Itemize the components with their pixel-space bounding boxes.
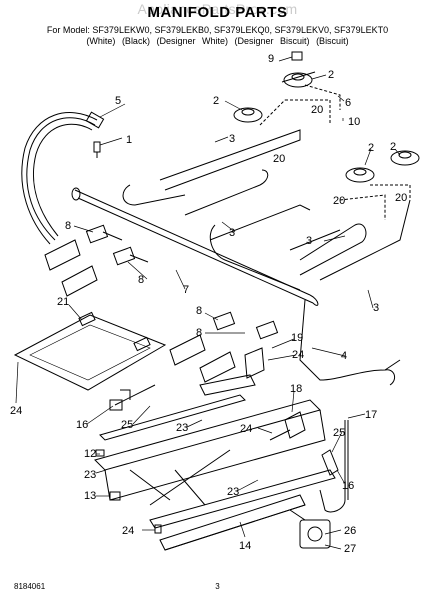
callout-18: 18 bbox=[290, 383, 302, 395]
heat-shield bbox=[13, 311, 167, 391]
callout-23: 23 bbox=[84, 469, 96, 481]
variant-white: (White) bbox=[86, 36, 116, 46]
callout-20: 20 bbox=[395, 192, 407, 204]
bracket-part-18 bbox=[269, 411, 306, 441]
callout-19: 19 bbox=[291, 332, 303, 344]
callout-20: 20 bbox=[311, 104, 323, 116]
callout-8: 8 bbox=[196, 327, 202, 339]
supply-tube bbox=[319, 420, 349, 513]
variant-black: (Black) bbox=[121, 36, 150, 46]
callout-16: 16 bbox=[76, 419, 88, 431]
page-number: 3 bbox=[215, 582, 220, 591]
callout-3: 3 bbox=[229, 133, 235, 145]
callout-25: 25 bbox=[121, 419, 133, 431]
callout-3: 3 bbox=[229, 227, 235, 239]
orifice-holder-right bbox=[321, 449, 339, 476]
callout-23: 23 bbox=[227, 486, 239, 498]
callout-24: 24 bbox=[10, 405, 22, 417]
variant-line: (White) (Black) (Designer White) (Design… bbox=[0, 36, 435, 46]
upper-middle-burner bbox=[233, 107, 263, 123]
callout-10: 10 bbox=[348, 116, 360, 128]
orifice-holder-left bbox=[109, 384, 156, 411]
callout-labels: 1 2 2 2 2 3 3 3 3 4 5 6 7 8 8 8 8 9 10 1… bbox=[10, 53, 407, 555]
burner-tubes bbox=[122, 129, 411, 291]
model-prefix: For Model: bbox=[46, 25, 90, 35]
dashed-connectors bbox=[259, 84, 411, 220]
callout-2: 2 bbox=[390, 141, 396, 153]
callout-7: 7 bbox=[183, 284, 189, 296]
burner-base bbox=[94, 374, 336, 551]
callout-9: 9 bbox=[268, 53, 274, 65]
callout-2: 2 bbox=[213, 95, 219, 107]
burner-valves-middle bbox=[169, 311, 279, 383]
callout-17: 17 bbox=[365, 409, 377, 421]
callout-27: 27 bbox=[344, 543, 356, 555]
callout-24: 24 bbox=[240, 423, 252, 435]
variant-designer-white: (Designer White) bbox=[156, 36, 228, 46]
callout-20: 20 bbox=[333, 195, 345, 207]
right-burner-2 bbox=[390, 150, 420, 166]
right-burner-1 bbox=[345, 167, 375, 183]
callout-26: 26 bbox=[344, 525, 356, 537]
callout-23: 23 bbox=[176, 422, 188, 434]
fastener-part-24 bbox=[154, 524, 162, 534]
main-manifold-pipe bbox=[71, 187, 319, 306]
watermark: AppliancePartsPros.com bbox=[137, 1, 298, 17]
regulator bbox=[289, 509, 331, 549]
callout-1: 1 bbox=[126, 134, 132, 146]
callout-8: 8 bbox=[65, 220, 71, 232]
callout-21: 21 bbox=[57, 296, 69, 308]
callout-12: 12 bbox=[84, 448, 96, 460]
bracket-part-19 bbox=[244, 347, 265, 379]
callout-24: 24 bbox=[292, 349, 304, 361]
model-line: For Model: SF379LEKW0, SF379LEKB0, SF379… bbox=[0, 25, 435, 35]
fitting-part-1 bbox=[93, 141, 101, 158]
doc-number: 8184061 bbox=[14, 582, 46, 591]
callout-16: 16 bbox=[342, 480, 354, 492]
variant-biscuit: (Biscuit) bbox=[316, 36, 349, 46]
callout-2: 2 bbox=[328, 69, 334, 81]
callout-2: 2 bbox=[368, 142, 374, 154]
wiring-harness bbox=[21, 111, 105, 245]
callout-20: 20 bbox=[273, 153, 285, 165]
gas-tube bbox=[299, 299, 401, 386]
callout-6: 6 bbox=[345, 97, 351, 109]
callout-4: 4 bbox=[341, 350, 347, 362]
model-list: SF379LEKW0, SF379LEKB0, SF379LEKQ0, SF37… bbox=[92, 25, 389, 35]
callout-3: 3 bbox=[373, 302, 379, 314]
callout-13: 13 bbox=[84, 490, 96, 502]
variant-designer-biscuit: (Designer Biscuit) bbox=[234, 36, 310, 46]
callout-8: 8 bbox=[138, 274, 144, 286]
callout-3: 3 bbox=[306, 235, 312, 247]
page-title: MANIFOLD PARTS bbox=[147, 4, 288, 21]
callout-8: 8 bbox=[196, 305, 202, 317]
callout-14: 14 bbox=[239, 540, 251, 552]
fastener-part-12 bbox=[95, 449, 105, 457]
top-right-burner bbox=[281, 51, 316, 88]
callout-25: 25 bbox=[333, 427, 345, 439]
burner-valves-left bbox=[44, 224, 149, 297]
callout-24: 24 bbox=[122, 525, 134, 537]
leader-lines bbox=[15, 56, 401, 550]
callout-5: 5 bbox=[115, 95, 121, 107]
